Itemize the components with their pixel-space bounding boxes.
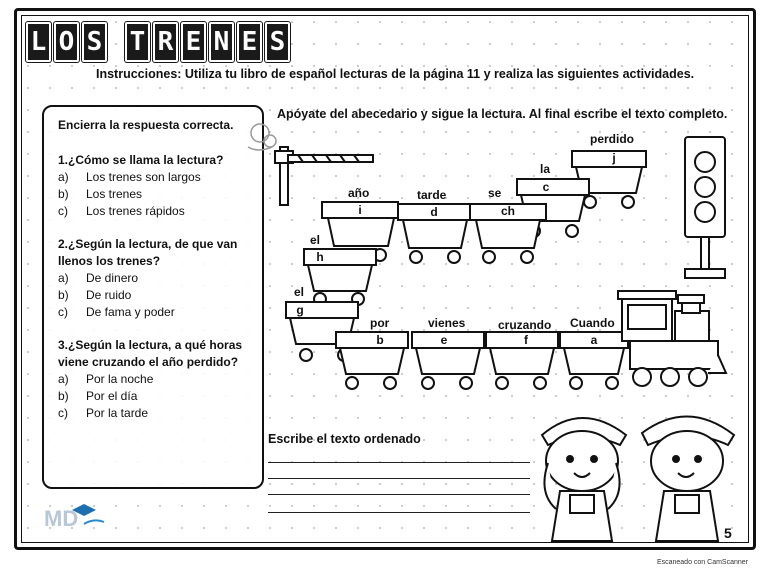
wagon-word: el	[294, 285, 305, 299]
wagon-i	[321, 201, 399, 262]
wagon-letter: b	[376, 333, 384, 347]
wagon-f	[485, 331, 559, 390]
wagon-word: año	[348, 186, 370, 200]
answer-option[interactable]: c)Los trenes rápidos	[58, 204, 185, 218]
train-illustration	[274, 136, 728, 390]
wagon-letter: i	[358, 203, 362, 217]
question-3: 3.¿Según la lectura, a qué horas viene c…	[58, 337, 252, 422]
questions-box: Encierra la respuesta correcta. 1.¿Cómo …	[42, 105, 277, 489]
title-letter: S	[82, 22, 107, 62]
title-letter: S	[265, 22, 290, 62]
kids-illustration	[540, 415, 736, 542]
wagon-letter: h	[316, 250, 324, 264]
answer-option[interactable]: a)De dinero	[58, 271, 139, 285]
answer-option[interactable]: c)De fama y poder	[58, 305, 175, 319]
wagon-word: Cuando	[570, 316, 615, 330]
title-letter: O	[54, 22, 79, 62]
page-number: 5	[724, 525, 732, 541]
title-letter: T	[125, 22, 150, 62]
title-letter: E	[237, 22, 262, 62]
wagon-word: por	[370, 316, 390, 330]
brand-logo: MD	[44, 504, 105, 531]
answer-line[interactable]	[268, 494, 530, 495]
question-1: 1.¿Cómo se llama la lectura? a)Los trene…	[58, 152, 252, 220]
title-letter: L	[26, 22, 51, 62]
scanner-watermark: Escaneado con CamScanner	[656, 559, 748, 566]
wagon-letter: d	[430, 205, 438, 219]
wagon-word: vienes	[428, 316, 466, 330]
wagon-word: el	[310, 233, 321, 247]
wagon-word: se	[488, 186, 502, 200]
answer-option[interactable]: b)Los trenes	[58, 187, 143, 201]
wagon-j	[571, 150, 647, 209]
instructions-text: Instrucciones: Utiliza tu libro de españ…	[96, 67, 695, 81]
wagon-e	[411, 331, 485, 390]
locomotive-icon	[617, 290, 728, 387]
sketch-icon	[247, 123, 277, 151]
barrier-gate-icon	[274, 146, 374, 206]
wagon-letter: j	[612, 151, 616, 165]
answer-option[interactable]: a)Los trenes son largos	[58, 170, 201, 184]
questions-heading: Encierra la respuesta correcta.	[58, 118, 234, 132]
wagon-letter: e	[440, 333, 448, 347]
title-letter: R	[153, 22, 178, 62]
support-instructions: Apóyate del abecedario y sigue la lectur…	[277, 107, 728, 121]
title-letter: N	[209, 22, 234, 62]
wagon-h	[303, 248, 377, 306]
wagon-letter: c	[542, 180, 550, 194]
wagon-word: la	[540, 162, 551, 176]
question-text: 3.¿Según la lectura, a qué horas viene c…	[58, 338, 243, 369]
answer-option[interactable]: b)De ruido	[58, 288, 132, 302]
wagon-letter: a	[590, 333, 598, 347]
answer-option[interactable]: b)Por el día	[58, 389, 138, 403]
wagon-letter: ch	[500, 204, 515, 218]
title-letter: E	[181, 22, 206, 62]
wagon-letter: f	[524, 333, 528, 347]
wagon-b	[335, 331, 409, 390]
wagon-letter: g	[296, 303, 304, 317]
question-2: 2.¿Según la lectura, de que van llenos l…	[58, 236, 252, 321]
wagon-ch	[469, 203, 547, 264]
wagon-word: perdido	[590, 132, 634, 146]
write-section-title: Escribe el texto ordenado	[268, 432, 421, 446]
answer-line[interactable]	[268, 512, 530, 513]
page-title: L O S T R E N E S	[26, 22, 290, 64]
answer-option[interactable]: c)Por la tarde	[58, 406, 149, 420]
question-text: 1.¿Cómo se llama la lectura?	[58, 153, 224, 167]
answer-line[interactable]	[268, 462, 530, 463]
wagon-word: cruzando	[498, 318, 552, 332]
wagon-d	[397, 203, 471, 264]
wagon-word: tarde	[417, 188, 447, 202]
title-space	[110, 22, 122, 62]
answer-line[interactable]	[268, 478, 530, 479]
question-text: 2.¿Según la lectura, de que van llenos l…	[58, 237, 238, 268]
answer-option[interactable]: a)Por la noche	[58, 372, 154, 386]
traffic-light-icon	[684, 136, 726, 279]
